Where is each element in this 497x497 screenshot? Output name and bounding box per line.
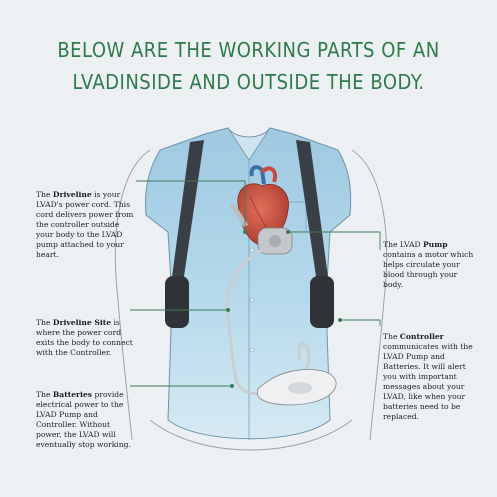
shirt-collar bbox=[227, 127, 271, 161]
driveline-cable bbox=[226, 248, 267, 395]
page-title: BELOW ARE THE WORKING PARTS OF AN LVADIN… bbox=[0, 34, 497, 98]
callout-driveline-term: Driveline bbox=[52, 190, 92, 199]
title-line-2: LVADINSIDE AND OUTSIDE THE BODY. bbox=[72, 70, 425, 94]
controller bbox=[256, 369, 337, 406]
right-strap bbox=[296, 140, 330, 292]
left-battery-pack bbox=[165, 276, 189, 328]
left-strap bbox=[170, 140, 204, 292]
title-line-1: BELOW ARE THE WORKING PARTS OF AN bbox=[57, 38, 440, 62]
lvad-pump bbox=[229, 202, 293, 255]
callout-batteries-term: Batteries bbox=[52, 390, 93, 399]
callout-controller-term: Controller bbox=[399, 332, 444, 341]
callout-driveline-site: The Driveline Site is where the power co… bbox=[36, 318, 133, 357]
callout-driveline-site-term: Driveline Site bbox=[52, 318, 112, 327]
callout-controller: The Controller communicates with the LVA… bbox=[383, 332, 473, 421]
callout-batteries: The Batteries provide electrical power t… bbox=[36, 390, 131, 449]
right-battery-pack bbox=[310, 276, 334, 328]
callout-pump: The LVAD Pump contains a motor which hel… bbox=[383, 240, 474, 289]
leader-lines bbox=[130, 180, 381, 387]
callout-pump-term: Pump bbox=[422, 240, 448, 249]
leader-dots bbox=[226, 230, 342, 388]
callout-driveline: The Driveline is your LVAD's power cord.… bbox=[36, 190, 134, 259]
